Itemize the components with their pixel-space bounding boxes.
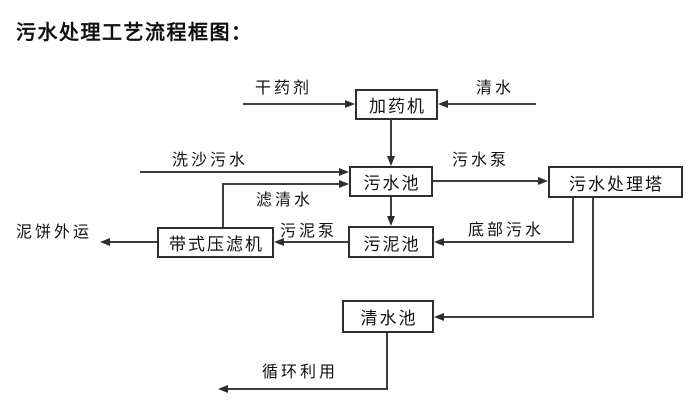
arrowhead-left-icon (434, 238, 444, 246)
edge-line-dry-chemical (243, 103, 345, 105)
node-treatment-tower: 污水处理塔 (548, 166, 683, 198)
edge-line-sludge-pump (284, 241, 348, 243)
arrowhead-right-icon (345, 100, 355, 108)
arrowhead-left-icon (438, 100, 448, 108)
edge-label-bottom-sewage: 底部污水 (468, 222, 545, 239)
edge-label-clear-water: 清水 (476, 80, 515, 97)
edge-line-filtered-water-riser (222, 183, 224, 227)
edge-line-tower-to-clear-drop (592, 198, 594, 318)
edge-line-dosing-to-sewage (390, 120, 392, 157)
arrowhead-down-icon (387, 156, 395, 166)
edge-label-mud-cake-out: 泥饼外运 (16, 224, 93, 241)
edge-line-mud-cake-out (110, 241, 157, 243)
edge-line-bottom-sewage-drop (572, 198, 574, 243)
edge-line-recycle (228, 388, 388, 390)
arrowhead-down-icon (387, 216, 395, 226)
node-sewage-pool: 污水池 (349, 166, 433, 197)
arrowhead-left-icon (434, 313, 444, 321)
arrowhead-left-icon (100, 238, 110, 246)
edge-label-sludge-pump: 污泥泵 (280, 223, 338, 240)
arrowhead-left-icon (218, 385, 228, 393)
edge-label-filtered-water: 滤清水 (256, 192, 314, 209)
node-clear-water-pool: 清水池 (342, 300, 434, 333)
node-dosing-machine: 加药机 (355, 89, 438, 120)
edge-line-sand-washing-sewage (140, 171, 339, 173)
edge-line-recycle-drop (386, 333, 388, 389)
page-title: 污水处理工艺流程框图： (16, 22, 253, 44)
arrowhead-right-icon (538, 177, 548, 185)
edge-line-clear-water (448, 103, 536, 105)
edge-line-sewage-to-sludge (390, 197, 392, 217)
edge-label-recycle-use: 循环利用 (262, 364, 339, 381)
node-sludge-pool: 污泥池 (348, 226, 434, 258)
node-belt-filter-press: 带式压滤机 (157, 227, 274, 258)
arrowhead-right-icon (339, 168, 349, 176)
edge-line-bottom-sewage (444, 241, 574, 243)
arrowhead-left-icon (274, 238, 284, 246)
edge-line-tower-to-clear (444, 316, 594, 318)
edge-label-dry-chemical: 干药剂 (255, 80, 313, 97)
edge-label-sewage-pump: 污水泵 (452, 152, 510, 169)
edge-line-filtered-water (222, 183, 339, 185)
edge-label-sand-washing-sewage: 洗沙污水 (172, 152, 249, 169)
edge-line-sewage-pump (433, 180, 538, 182)
arrowhead-right-icon (339, 180, 349, 188)
